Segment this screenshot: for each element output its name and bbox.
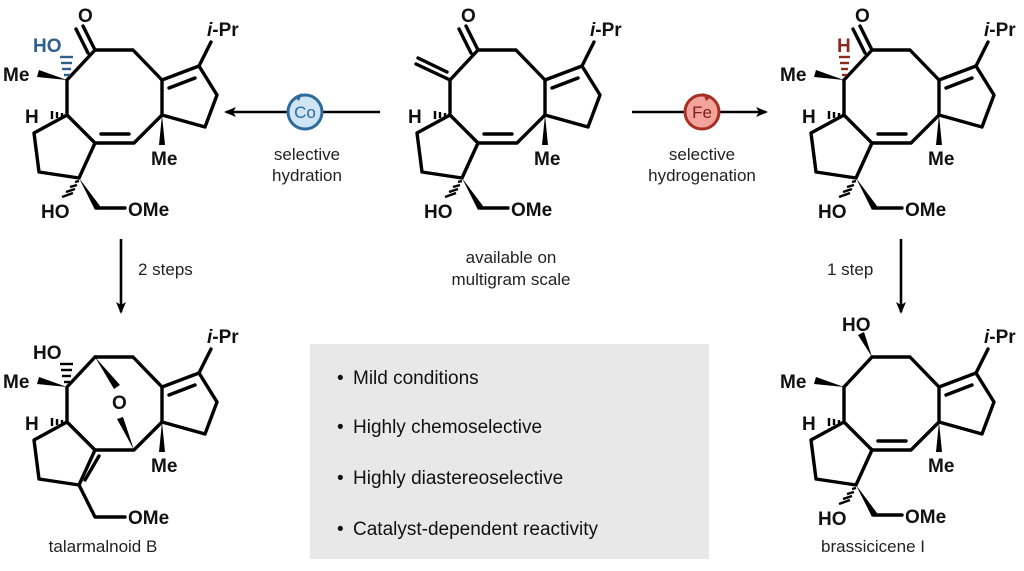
catalyst-label-fe: Fe — [692, 103, 712, 122]
atom-label: Me — [928, 456, 954, 477]
atom-label: i-Pr — [207, 20, 239, 41]
molecule-hydrogenation-product: O H Me H Me HO OMe i-Pr — [780, 6, 1016, 223]
atom-label: Me — [780, 65, 806, 86]
hydrogenation-label-line-1: selective — [669, 145, 735, 164]
molecule-start: O H Me HO OMe i-Pr — [408, 6, 622, 223]
atom-label: OMe — [128, 508, 169, 529]
bullet: • — [337, 519, 344, 540]
atom-label: O — [78, 6, 93, 27]
atom-label: Me — [534, 149, 560, 170]
atom-label: Me — [151, 149, 177, 170]
atom-label: HO — [842, 315, 871, 336]
molecule-hydration-product: O HO Me H Me HO OMe i-Pr — [3, 6, 239, 223]
features-box: • Mild conditions • Highly chemoselectiv… — [310, 344, 709, 559]
molecule-talarmalnoid-b: HO Me H O Me OMe i-Pr — [3, 327, 239, 529]
bullet: • — [337, 368, 344, 389]
feature-item: • Highly chemoselective — [337, 417, 542, 438]
atom-label: i-Pr — [207, 327, 239, 348]
atom-label: OMe — [905, 507, 946, 528]
bullet: • — [337, 417, 344, 438]
brassicicene-i-name: brassicicene I — [821, 537, 925, 556]
bullet: • — [337, 468, 344, 489]
feature-text: Mild conditions — [353, 368, 479, 389]
hydration-label-line-1: selective — [274, 145, 340, 164]
atom-label: H — [408, 107, 422, 128]
feature-item: • Mild conditions — [337, 368, 479, 389]
hydrogenation-arrow: Fe — [632, 93, 768, 131]
atom-label: OMe — [905, 200, 946, 221]
atom-label: Me — [3, 65, 29, 86]
atom-label: Me — [3, 372, 29, 393]
atom-label: O — [461, 6, 476, 27]
two-steps-label: 2 steps — [138, 260, 193, 279]
atom-label: HO — [424, 202, 453, 223]
talarmalnoid-b-name: talarmalnoid B — [49, 537, 158, 556]
atom-label: H — [802, 414, 816, 435]
feature-text: Catalyst-dependent reactivity — [353, 519, 599, 540]
atom-label: H — [25, 414, 39, 435]
atom-label: O — [112, 393, 127, 414]
atom-label: H — [25, 107, 39, 128]
atom-label: HO — [818, 202, 847, 223]
atom-label: O — [855, 6, 870, 27]
molecule-brassicicene-i: HO Me H Me HO OMe i-Pr — [780, 315, 1016, 530]
hydration-label-line-2: hydration — [272, 166, 342, 185]
atom-label: Me — [151, 456, 177, 477]
atom-label: OMe — [128, 200, 169, 221]
iron-catalyst-cycle-icon: Fe — [683, 93, 721, 131]
one-step-label: 1 step — [827, 260, 873, 279]
hydrogenation-label-line-2: hydrogenation — [648, 166, 756, 185]
atom-label: i-Pr — [984, 327, 1016, 348]
atom-label: H — [802, 107, 816, 128]
atom-label: OMe — [511, 200, 552, 221]
atom-label: HO — [33, 343, 62, 364]
feature-text: Highly diastereoselective — [353, 468, 563, 489]
feature-item: • Highly diastereoselective — [337, 468, 563, 489]
atom-label: HO — [818, 509, 847, 530]
cobalt-catalyst-cycle-icon: Co — [286, 93, 324, 131]
atom-label: Me — [928, 149, 954, 170]
start-caption-line-2: multigram scale — [451, 270, 570, 289]
atom-label: HO — [41, 202, 70, 223]
highlighted-hydroxyl-label: HO — [33, 36, 62, 57]
catalyst-label-co: Co — [294, 103, 316, 122]
hydration-arrow: Co — [224, 93, 380, 131]
feature-item: • Catalyst-dependent reactivity — [337, 519, 599, 540]
atom-label: Me — [780, 372, 806, 393]
highlighted-hydrogen-label: H — [837, 36, 851, 57]
atom-label: i-Pr — [984, 20, 1016, 41]
start-caption-line-1: available on — [466, 248, 557, 267]
feature-text: Highly chemoselective — [353, 417, 542, 438]
atom-label: i-Pr — [590, 20, 622, 41]
